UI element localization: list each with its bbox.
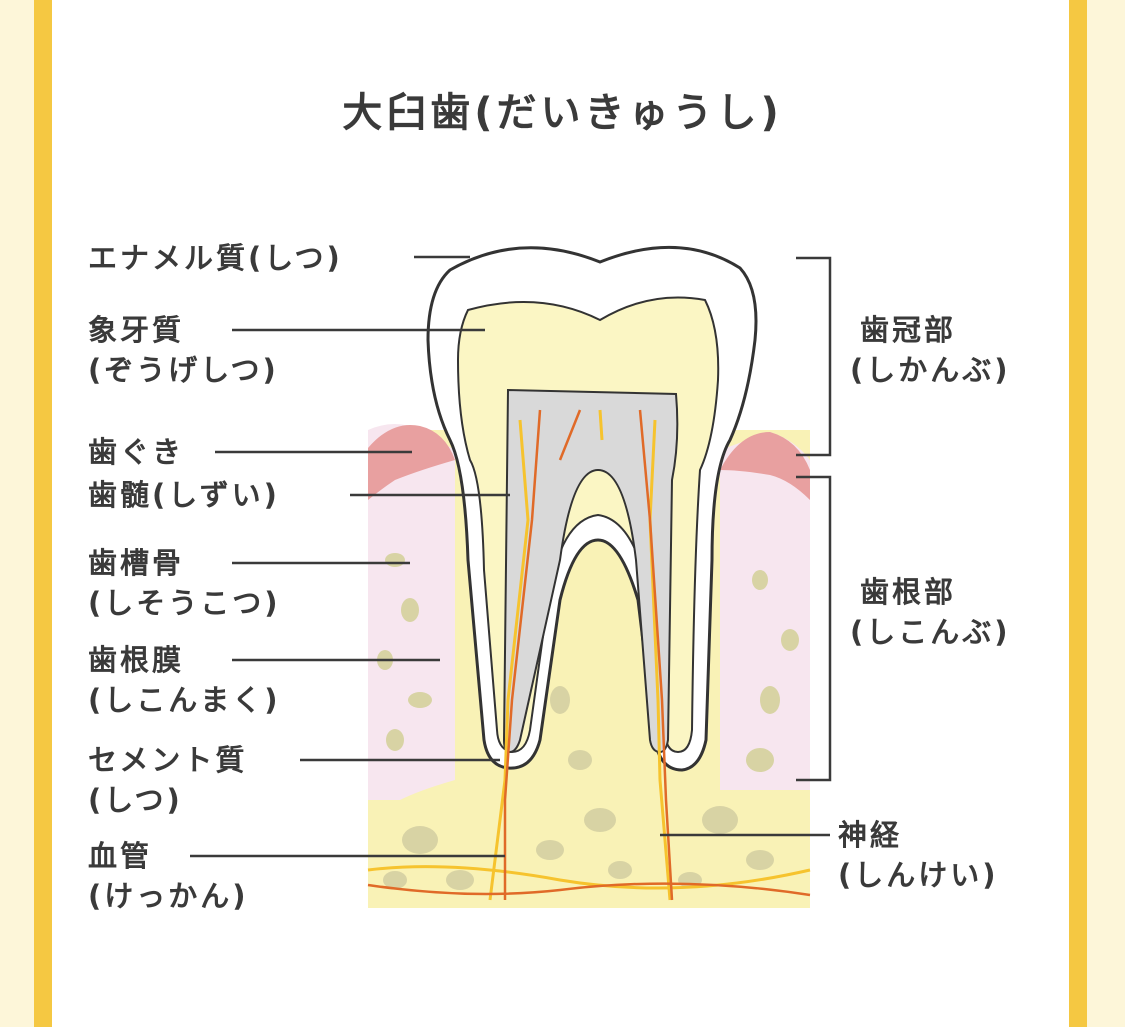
gum-tissue-right — [720, 432, 810, 790]
frame-right-border — [1069, 0, 1087, 1027]
label-enamel: エナメル質(しつ) — [88, 241, 343, 275]
brackets — [796, 256, 832, 782]
label-blood-vessel: 血管(けっかん) — [88, 839, 249, 913]
label-nerve: 神経(しんけい) — [838, 818, 999, 892]
label-cementum: セメント質(しつ) — [88, 743, 248, 817]
label-root: 歯根部(しこんぶ) — [850, 575, 1011, 649]
frame-left-border — [34, 0, 52, 1027]
label-crown: 歯冠部(しかんぶ) — [850, 313, 1011, 387]
label-alveolar-bone: 歯槽骨(しそうこつ) — [88, 546, 281, 620]
blood-vessels — [367, 409, 811, 901]
pulp — [502, 388, 679, 754]
diagram-title: 大臼歯(だいきゅうし) — [342, 90, 783, 136]
gum-edge-right — [720, 432, 810, 500]
bone-spots — [377, 553, 799, 890]
gum-edge-left — [368, 424, 455, 500]
label-gum: 歯ぐき — [88, 435, 185, 469]
label-pulp: 歯髄(しずい) — [88, 478, 280, 512]
label-dentin: 象牙質(ぞうげしつ) — [88, 313, 279, 387]
leader-lines — [190, 255, 830, 858]
label-periodontal-ligament: 歯根膜(しこんまく) — [88, 643, 281, 717]
nerves — [367, 409, 811, 901]
